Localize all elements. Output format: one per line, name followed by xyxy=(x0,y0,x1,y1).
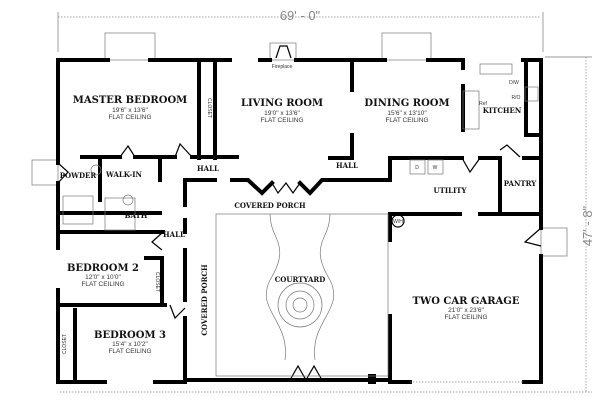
pantry-label: PANTRY xyxy=(504,179,537,188)
kitchen-label: KITCHEN xyxy=(483,106,522,115)
hall-label: HALL xyxy=(197,164,219,173)
covered-porch-label: COVERED PORCH xyxy=(234,201,306,210)
room-size: 19'6" x 13'6" xyxy=(112,107,148,114)
room-ceiling: FLAT CEILING xyxy=(81,281,124,288)
utility-label: UTILITY xyxy=(434,186,468,195)
doors-fixtures xyxy=(57,63,542,384)
courtyard-pattern xyxy=(215,213,389,377)
closet-label: CLOSET xyxy=(154,272,160,292)
closet-label: CLOSET xyxy=(206,98,212,118)
room-size: 19'0" x 13'6" xyxy=(264,110,300,117)
living-room: LIVING ROOM 19'0" x 13'6" FLAT CEILING xyxy=(241,98,323,124)
walk-in-label: WALK-IN xyxy=(105,170,143,179)
room-name: DINING ROOM xyxy=(364,98,449,109)
room-name: BEDROOM 2 xyxy=(67,263,139,274)
exterior-walls xyxy=(56,58,543,384)
dryer-label: D xyxy=(415,165,419,171)
interior-walls xyxy=(56,58,543,382)
room-size: 21'0" x 23'6" xyxy=(448,307,484,314)
room-size: 15'4" x 10'2" xyxy=(112,341,148,348)
dishwasher-label: D/W xyxy=(509,80,519,86)
range-oven-label: R/O xyxy=(512,95,521,101)
room-ceiling: FLAT CEILING xyxy=(385,117,428,124)
master-bedroom: MASTER BEDROOM 19'6" x 13'6" FLAT CEILIN… xyxy=(73,95,187,121)
dining-room: DINING ROOM 15'6" x 13'10" FLAT CEILING xyxy=(364,98,449,124)
room-ceiling: FLAT CEILING xyxy=(260,117,303,124)
room-name: LIVING ROOM xyxy=(241,98,323,109)
room-ceiling: FLAT CEILING xyxy=(444,314,487,321)
hall-label: HALL xyxy=(163,230,185,239)
dimension-lines xyxy=(57,12,592,393)
ref-label: Ref xyxy=(479,101,487,107)
water-heater-label: W/H xyxy=(393,219,403,225)
bath-label: BATH xyxy=(125,211,148,220)
closet-label: CLOSET xyxy=(62,334,68,354)
hall-label: HALL xyxy=(336,161,358,170)
fireplace-label: Fireplace xyxy=(272,64,293,70)
covered-porch-label: COVERED PORCH xyxy=(200,264,209,336)
room-name: BEDROOM 3 xyxy=(94,330,166,341)
powder-label: POWDER xyxy=(60,171,97,180)
width-dimension: 69' - 0" xyxy=(280,8,321,23)
bedroom-3: BEDROOM 3 15'4" x 10'2" FLAT CEILING xyxy=(94,330,166,355)
washer-label: W xyxy=(433,165,438,171)
room-ceiling: FLAT CEILING xyxy=(108,348,151,355)
room-size: 15'6" x 13'10" xyxy=(387,110,427,117)
room-ceiling: FLAT CEILING xyxy=(108,114,151,121)
depth-dimension: 47' - 8" xyxy=(580,205,595,246)
bay-windows xyxy=(31,32,568,257)
courtyard-label: COURTYARD xyxy=(275,275,326,284)
room-name: MASTER BEDROOM xyxy=(73,95,187,106)
bedroom-2: BEDROOM 2 12'0" x 10'0" FLAT CEILING xyxy=(67,263,139,288)
garage: TWO CAR GARAGE 21'0" x 23'6" FLAT CEILIN… xyxy=(413,296,520,321)
room-size: 12'0" x 10'0" xyxy=(85,274,121,281)
room-name: TWO CAR GARAGE xyxy=(413,296,520,307)
